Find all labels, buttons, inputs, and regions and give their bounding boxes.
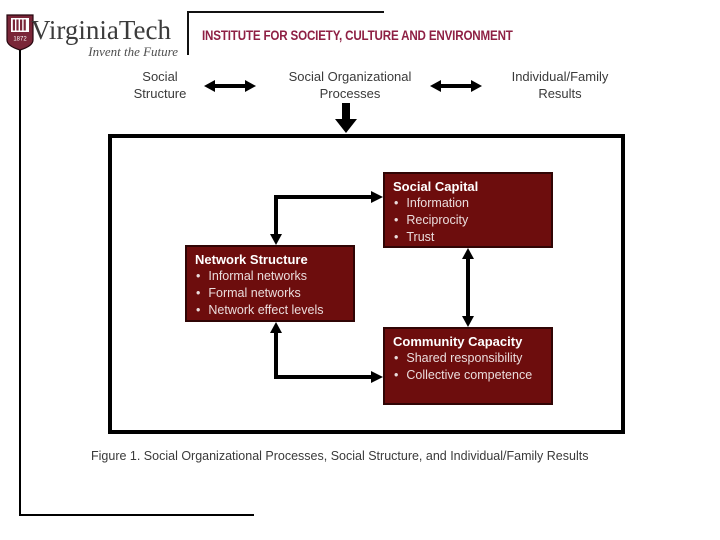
connector-social-capital-community-capacity bbox=[462, 248, 474, 327]
bullet-item: Reciprocity bbox=[391, 212, 545, 229]
box-title: Network Structure bbox=[195, 252, 308, 267]
bullet-text: Trust bbox=[406, 230, 435, 244]
bullet-text: Shared responsibility bbox=[406, 351, 523, 365]
diagram-connectors bbox=[270, 191, 474, 383]
bullet-text: Information bbox=[406, 196, 469, 210]
connector-network-community-capacity bbox=[270, 322, 383, 383]
figure-caption: Figure 1. Social Organizational Processe… bbox=[91, 449, 589, 463]
bullet-item: Information bbox=[391, 195, 545, 212]
bullet-item: Shared responsibility bbox=[391, 350, 545, 367]
bullet-item: Informal networks bbox=[193, 268, 347, 285]
institute-frame-left-line bbox=[187, 11, 189, 55]
logo-wordmark: VirginiaTech bbox=[31, 15, 171, 45]
bullet-text: Reciprocity bbox=[406, 213, 469, 227]
double-headed-arrow-icon bbox=[204, 80, 256, 92]
box-community-capacity: Community Capacity Shared responsibility… bbox=[383, 327, 553, 405]
flow-node-label-line: Social bbox=[142, 69, 178, 84]
diagram-outer-box: Social Capital Information Reciprocity T… bbox=[108, 134, 625, 434]
bullet-item: Trust bbox=[391, 229, 545, 246]
vt-shield-icon: 1872 bbox=[6, 14, 34, 51]
bullet-text: Formal networks bbox=[208, 286, 301, 300]
shield-year-label: 1872 bbox=[13, 37, 27, 43]
flow-node-individual-family-results: Individual/Family Results bbox=[490, 69, 630, 102]
box-social-capital: Social Capital Information Reciprocity T… bbox=[383, 172, 553, 248]
flow-node-social-organizational-processes: Social Organizational Processes bbox=[270, 69, 430, 102]
flow-node-label-line: Processes bbox=[319, 85, 381, 101]
bullet-text: Informal networks bbox=[208, 269, 308, 283]
flow-node-label-line: Results bbox=[538, 85, 582, 101]
flow-node-label-line: Structure bbox=[133, 85, 187, 101]
institute-frame-top-line bbox=[187, 11, 384, 13]
box-network-structure: Network Structure Informal networks Form… bbox=[185, 245, 355, 322]
flow-node-social-structure: Social Structure bbox=[110, 69, 210, 102]
flow-node-label-line: Social Organizational bbox=[288, 69, 412, 84]
bullet-text: Collective competence bbox=[406, 368, 533, 382]
slide-frame-bottom-line bbox=[19, 514, 254, 516]
box-title: Social Capital bbox=[393, 179, 479, 194]
slide-frame-left-line bbox=[19, 50, 21, 516]
double-headed-arrow-icon bbox=[430, 80, 482, 92]
bullet-item: Formal networks bbox=[193, 285, 347, 302]
logo-tagline: Invent the Future bbox=[88, 44, 178, 59]
connector-network-social-capital bbox=[270, 191, 383, 245]
box-title: Community Capacity bbox=[393, 334, 523, 349]
bullet-item: Collective competence bbox=[391, 367, 545, 384]
institute-title: INSTITUTE FOR SOCIETY, CULTURE AND ENVIR… bbox=[202, 28, 513, 43]
flow-node-label-line: Individual/Family bbox=[511, 69, 609, 84]
bullet-text: Network effect levels bbox=[208, 303, 324, 317]
bullet-item: Network effect levels bbox=[193, 302, 347, 319]
block-down-arrow-icon bbox=[335, 103, 357, 133]
